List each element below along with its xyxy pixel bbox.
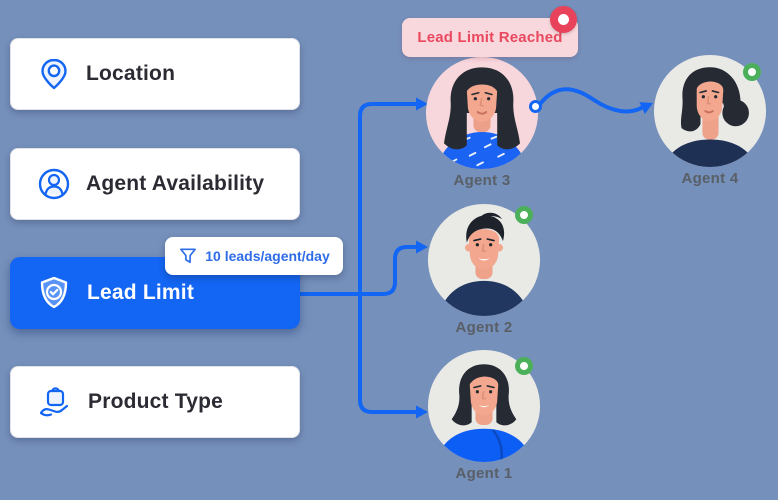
- agent-1-avatar: [427, 349, 541, 463]
- lead-limit-reached-badge: Lead Limit Reached: [402, 6, 578, 57]
- filter-label: Product Type: [88, 390, 224, 413]
- agent-4-avatar: [653, 54, 767, 168]
- lead-limit-tooltip: 10 leads/agent/day: [165, 237, 343, 275]
- agent-label: Agent 4: [681, 170, 739, 187]
- hand-holding-bag-icon: [39, 387, 69, 417]
- agent-label: Agent 2: [455, 319, 513, 336]
- filter-card-product-type[interactable]: Product Type: [10, 366, 300, 438]
- agent-label: Agent 1: [455, 465, 513, 482]
- badge-text: Lead Limit Reached: [417, 29, 563, 46]
- filter-card-location[interactable]: Location: [10, 38, 300, 110]
- agent-label: Agent 3: [453, 172, 511, 189]
- tooltip-text: 10 leads/agent/day: [205, 248, 330, 264]
- filter-label: Lead Limit: [87, 281, 195, 304]
- location-pin-icon: [41, 58, 67, 90]
- status-online-dot: [515, 206, 533, 224]
- status-online-dot: [515, 357, 533, 375]
- funnel-icon: [180, 248, 197, 264]
- agent-card-2: Agent 2: [427, 203, 541, 336]
- agent-card-3: Agent 3: [425, 56, 542, 189]
- filter-label: Location: [86, 62, 176, 85]
- alert-dot-icon: [550, 6, 577, 33]
- agent-3-avatar: [425, 56, 539, 170]
- connection-point-dot: [529, 100, 542, 113]
- shield-check-icon: [40, 276, 68, 309]
- agent-card-1: Agent 1: [427, 349, 541, 482]
- agent-2-avatar: [427, 203, 541, 317]
- user-circle-icon: [38, 168, 70, 200]
- filter-card-agent-availability[interactable]: Agent Availability: [10, 148, 300, 220]
- filter-label: Agent Availability: [86, 172, 265, 195]
- agent-card-4: Agent 4: [653, 54, 767, 187]
- status-online-dot: [743, 63, 761, 81]
